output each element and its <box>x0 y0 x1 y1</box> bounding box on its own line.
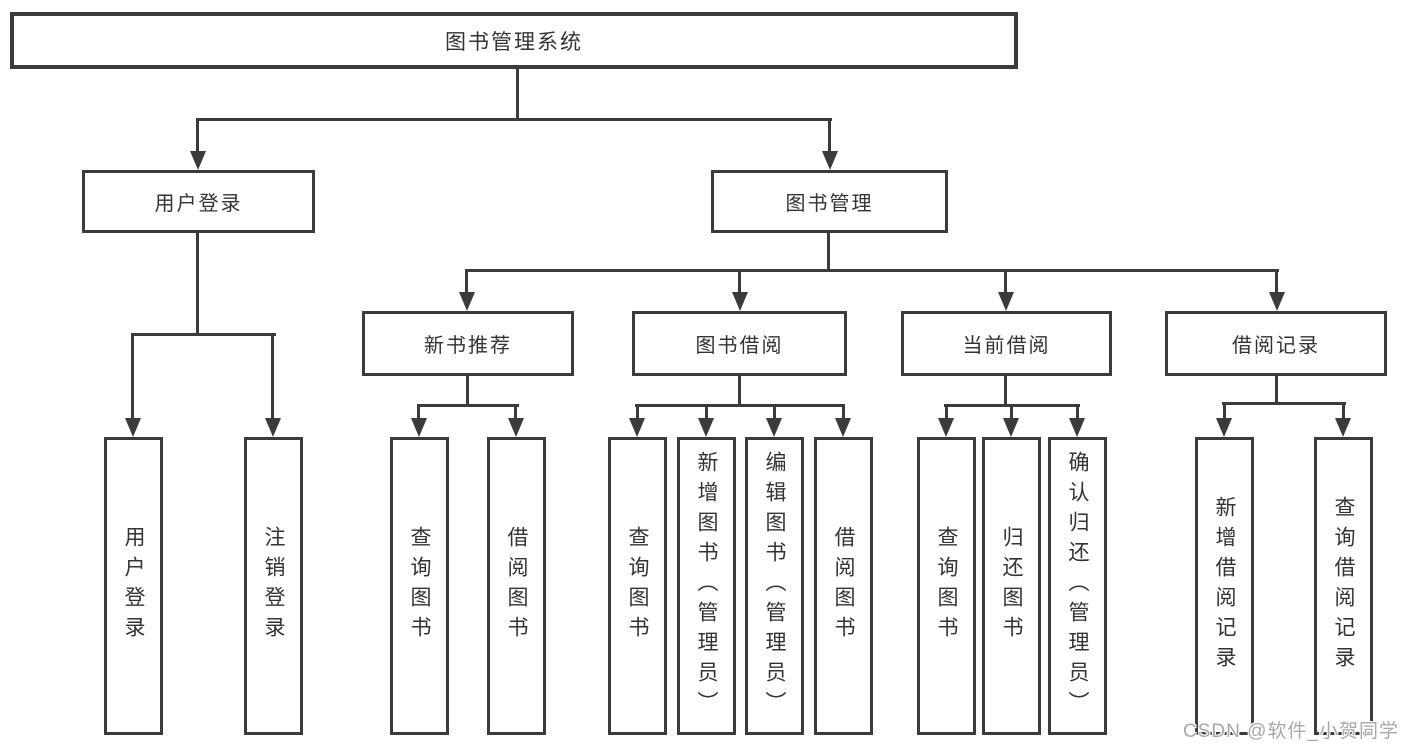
connector-line <box>417 407 420 420</box>
node-label: 借阅记录 <box>1232 335 1320 357</box>
connector-line <box>131 333 276 336</box>
connector-line <box>1222 402 1346 405</box>
connector-line <box>1076 407 1079 420</box>
node-new-book-recommend: 新书推荐 <box>362 311 574 376</box>
leaf-edit-book-admin: 编辑图书（管理员） <box>745 437 804 735</box>
connector-line <box>945 407 948 420</box>
connector-line <box>636 407 639 420</box>
leaf-label: 确认归还（管理员） <box>1066 451 1090 721</box>
leaf-label: 新增借阅记录 <box>1213 496 1237 676</box>
leaf-logout: 注销登录 <box>244 437 303 735</box>
connector-line <box>196 232 199 336</box>
connector-line <box>1223 405 1226 420</box>
connector-line <box>465 272 468 294</box>
leaf-borrow-book-recommend: 借阅图书 <box>487 437 546 735</box>
arrow-down-icon <box>698 418 714 437</box>
connector-line <box>466 376 469 406</box>
arrow-down-icon <box>1269 292 1285 311</box>
leaf-label: 用户登录 <box>122 526 146 646</box>
leaf-borrow-book: 借阅图书 <box>814 437 873 735</box>
leaf-query-book-borrow: 查询图书 <box>608 437 667 735</box>
arrow-down-icon <box>998 292 1014 311</box>
connector-line <box>196 118 832 121</box>
node-book-management: 图书管理 <box>711 170 948 233</box>
arrow-down-icon <box>1069 418 1085 437</box>
connector-line <box>196 121 199 153</box>
leaf-label: 编辑图书（管理员） <box>763 451 787 721</box>
csdn-watermark: CSDN @软件_小贺同学 <box>1183 721 1399 742</box>
connector-line <box>738 272 741 294</box>
leaf-label: 查询借阅记录 <box>1332 496 1356 676</box>
connector-line <box>842 407 845 420</box>
connector-line <box>705 407 708 420</box>
arrow-down-icon <box>766 418 782 437</box>
node-label: 图书管理 <box>785 193 874 215</box>
arrow-down-icon <box>459 292 475 311</box>
connector-line <box>1010 407 1013 420</box>
connector-line <box>1004 272 1007 294</box>
connector-line <box>271 336 274 420</box>
arrow-down-icon <box>938 418 954 437</box>
arrow-down-icon <box>125 418 141 437</box>
connector-line <box>514 407 517 420</box>
leaf-label: 查询图书 <box>408 526 432 646</box>
node-current-borrow: 当前借阅 <box>901 311 1112 376</box>
connector-line <box>944 404 1080 407</box>
leaf-add-book-admin: 新增图书（管理员） <box>677 437 736 735</box>
connector-line <box>465 269 1279 272</box>
arrow-down-icon <box>822 151 838 170</box>
arrow-down-icon <box>190 151 206 170</box>
leaf-query-book-current: 查询图书 <box>917 437 976 735</box>
arrow-down-icon <box>508 418 524 437</box>
leaf-label: 新增图书（管理员） <box>695 451 719 721</box>
connector-line <box>1275 272 1278 294</box>
leaf-confirm-return-admin: 确认归还（管理员） <box>1048 437 1107 735</box>
connector-line <box>827 233 830 271</box>
node-label: 当前借阅 <box>962 335 1051 357</box>
leaf-label: 借阅图书 <box>505 526 529 646</box>
connector-line <box>417 404 519 407</box>
node-book-borrow: 图书借阅 <box>632 311 847 376</box>
connector-line <box>1275 376 1278 404</box>
node-label: 用户登录 <box>154 193 243 215</box>
arrow-down-icon <box>1003 418 1019 437</box>
leaf-label: 归还图书 <box>1000 526 1024 646</box>
leaf-user-login: 用户登录 <box>104 437 163 735</box>
node-label: 新书推荐 <box>424 335 512 357</box>
connector-line <box>1004 376 1007 406</box>
leaf-add-borrow-record: 新增借阅记录 <box>1195 437 1254 735</box>
leaf-label: 查询图书 <box>626 526 650 646</box>
connector-line <box>1342 405 1345 420</box>
arrow-down-icon <box>1216 418 1232 437</box>
leaf-return-book: 归还图书 <box>982 437 1041 735</box>
arrow-down-icon <box>629 418 645 437</box>
leaf-label: 注销登录 <box>262 526 286 646</box>
connector-line <box>773 407 776 420</box>
node-label: 图书管理系统 <box>445 30 583 54</box>
connector-line <box>131 336 134 420</box>
leaf-query-borrow-record: 查询借阅记录 <box>1314 437 1373 735</box>
connector-line <box>635 404 845 407</box>
connector-line <box>516 69 519 119</box>
leaf-query-book-recommend: 查询图书 <box>390 437 449 735</box>
node-borrow-records: 借阅记录 <box>1165 311 1387 376</box>
arrow-down-icon <box>835 418 851 437</box>
leaf-label: 查询图书 <box>935 526 959 646</box>
connector-line <box>738 376 741 406</box>
node-user-login: 用户登录 <box>82 170 315 233</box>
arrow-down-icon <box>1335 418 1351 437</box>
node-label: 图书借阅 <box>695 335 784 357</box>
arrow-down-icon <box>265 418 281 437</box>
leaf-label: 借阅图书 <box>832 526 856 646</box>
node-library-system: 图书管理系统 <box>10 12 1018 69</box>
connector-line <box>828 121 831 153</box>
arrow-down-icon <box>411 418 427 437</box>
arrow-down-icon <box>732 292 748 311</box>
